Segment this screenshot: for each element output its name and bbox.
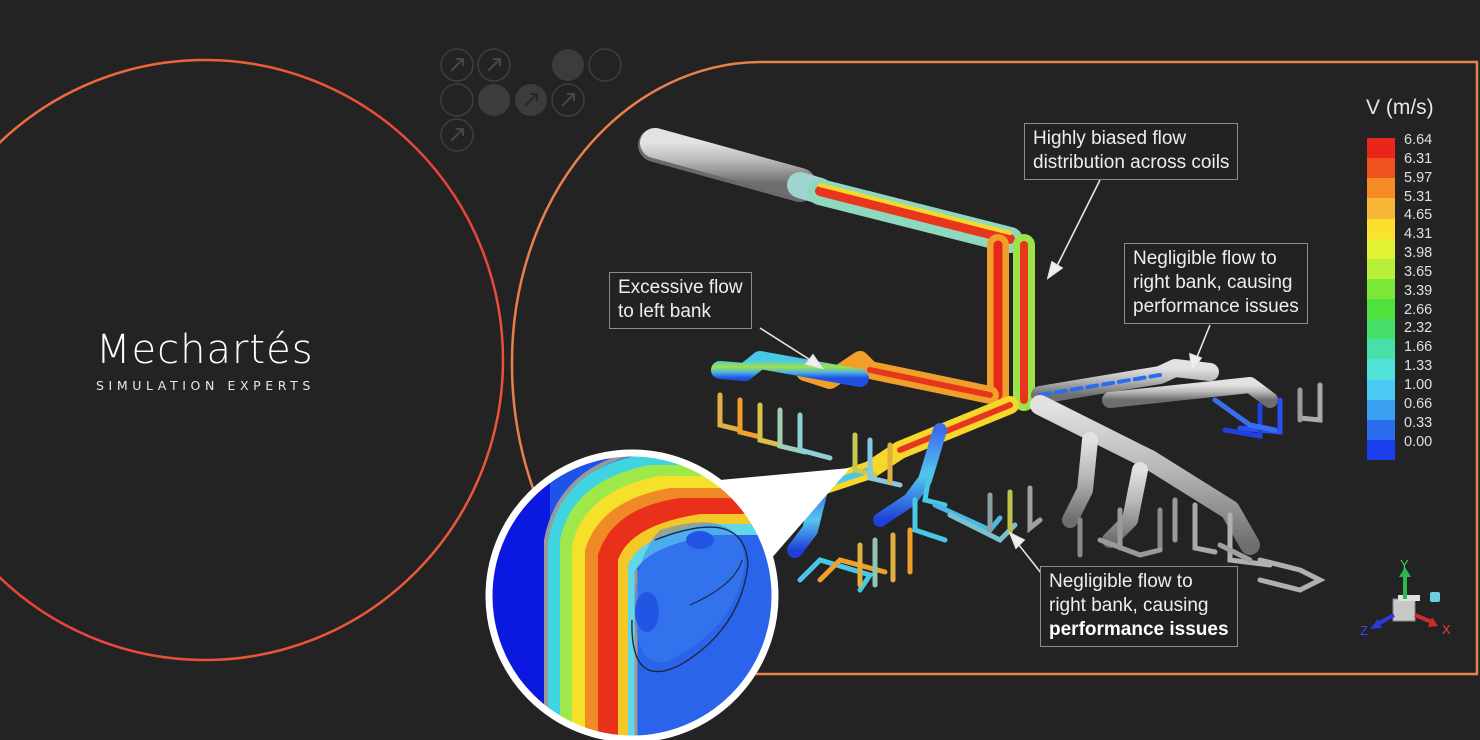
- decor-icon-grid: [440, 48, 622, 152]
- legend-value: 4.31: [1404, 226, 1433, 243]
- callout-negligible-flow-top: Negligible flow to right bank, causing p…: [1124, 243, 1308, 324]
- legend-swatch: [1367, 399, 1395, 420]
- brand-logo: Mechartés SIMULATION EXPERTS: [96, 328, 315, 393]
- legend-swatch: [1367, 218, 1395, 239]
- coil-loops: [717, 382, 1326, 593]
- legend-value: 6.31: [1404, 150, 1433, 167]
- legend-value: 5.97: [1404, 169, 1433, 186]
- axis-y-label: Y: [1400, 557, 1409, 572]
- legend-swatch: [1367, 238, 1395, 259]
- legend-title: V (m/s): [1366, 96, 1434, 119]
- legend-value: 1.66: [1404, 339, 1433, 356]
- legend-value: 1.33: [1404, 358, 1433, 375]
- legend-swatch: [1367, 339, 1395, 360]
- callout-line: Highly biased flow: [1033, 128, 1187, 149]
- legend-value: 3.65: [1404, 263, 1433, 280]
- axis-triad: Y X Z: [1360, 557, 1451, 638]
- legend-value: 2.66: [1404, 301, 1433, 318]
- legend-swatch: [1367, 439, 1395, 460]
- legend-value: 1.00: [1404, 376, 1433, 393]
- callout-line: Negligible flow to: [1049, 571, 1193, 592]
- callout-line: Excessive flow: [618, 277, 743, 298]
- callout-line: right bank, causing: [1049, 595, 1209, 616]
- legend-value: 0.33: [1404, 414, 1433, 431]
- callout-line: distribution across coils: [1033, 152, 1230, 173]
- legend-value: 0.66: [1404, 395, 1433, 412]
- legend-value: 5.31: [1404, 188, 1433, 205]
- legend-swatch: [1367, 258, 1395, 279]
- legend-value: 0.00: [1404, 433, 1433, 450]
- zoom-callout-tail: [720, 468, 850, 560]
- axis-z-label: Z: [1360, 623, 1368, 638]
- legend-swatch: [1367, 419, 1395, 440]
- callout-arrows: [759, 179, 1211, 579]
- decor-ring: [0, 58, 505, 662]
- brand-name: Mechartés: [96, 327, 314, 373]
- callout-line-bold: performance issues: [1049, 619, 1229, 640]
- callout-negligible-flow-bottom: Negligible flow to right bank, causing p…: [1040, 566, 1238, 647]
- legend-swatch: [1367, 359, 1395, 380]
- legend-swatch: [1367, 158, 1395, 179]
- legend-swatch: [1367, 379, 1395, 400]
- legend-swatch: [1367, 178, 1395, 199]
- callout-excessive-flow: Excessive flow to left bank: [609, 272, 752, 329]
- callout-line: performance issues: [1133, 296, 1299, 317]
- legend-swatch: [1367, 319, 1395, 340]
- zoom-inset: [490, 454, 774, 738]
- legend-value: 3.39: [1404, 282, 1433, 299]
- legend-colorbar: [1367, 138, 1395, 460]
- callout-biased-flow: Highly biased flow distribution across c…: [1024, 123, 1239, 180]
- legend-swatch: [1367, 278, 1395, 299]
- brand-tagline: SIMULATION EXPERTS: [96, 378, 315, 393]
- axis-x-label: X: [1442, 622, 1451, 637]
- legend-swatch: [1367, 198, 1395, 219]
- callout-line: right bank, causing: [1133, 272, 1293, 293]
- callout-line: to left bank: [618, 301, 711, 322]
- legend-value: 6.64: [1404, 132, 1433, 148]
- legend-swatch: [1367, 138, 1395, 159]
- legend-value: 2.32: [1404, 320, 1433, 337]
- callout-line: Negligible flow to: [1133, 248, 1277, 269]
- legend-swatch: [1367, 299, 1395, 320]
- legend-value: 4.65: [1404, 207, 1433, 224]
- legend-value: 3.98: [1404, 245, 1433, 262]
